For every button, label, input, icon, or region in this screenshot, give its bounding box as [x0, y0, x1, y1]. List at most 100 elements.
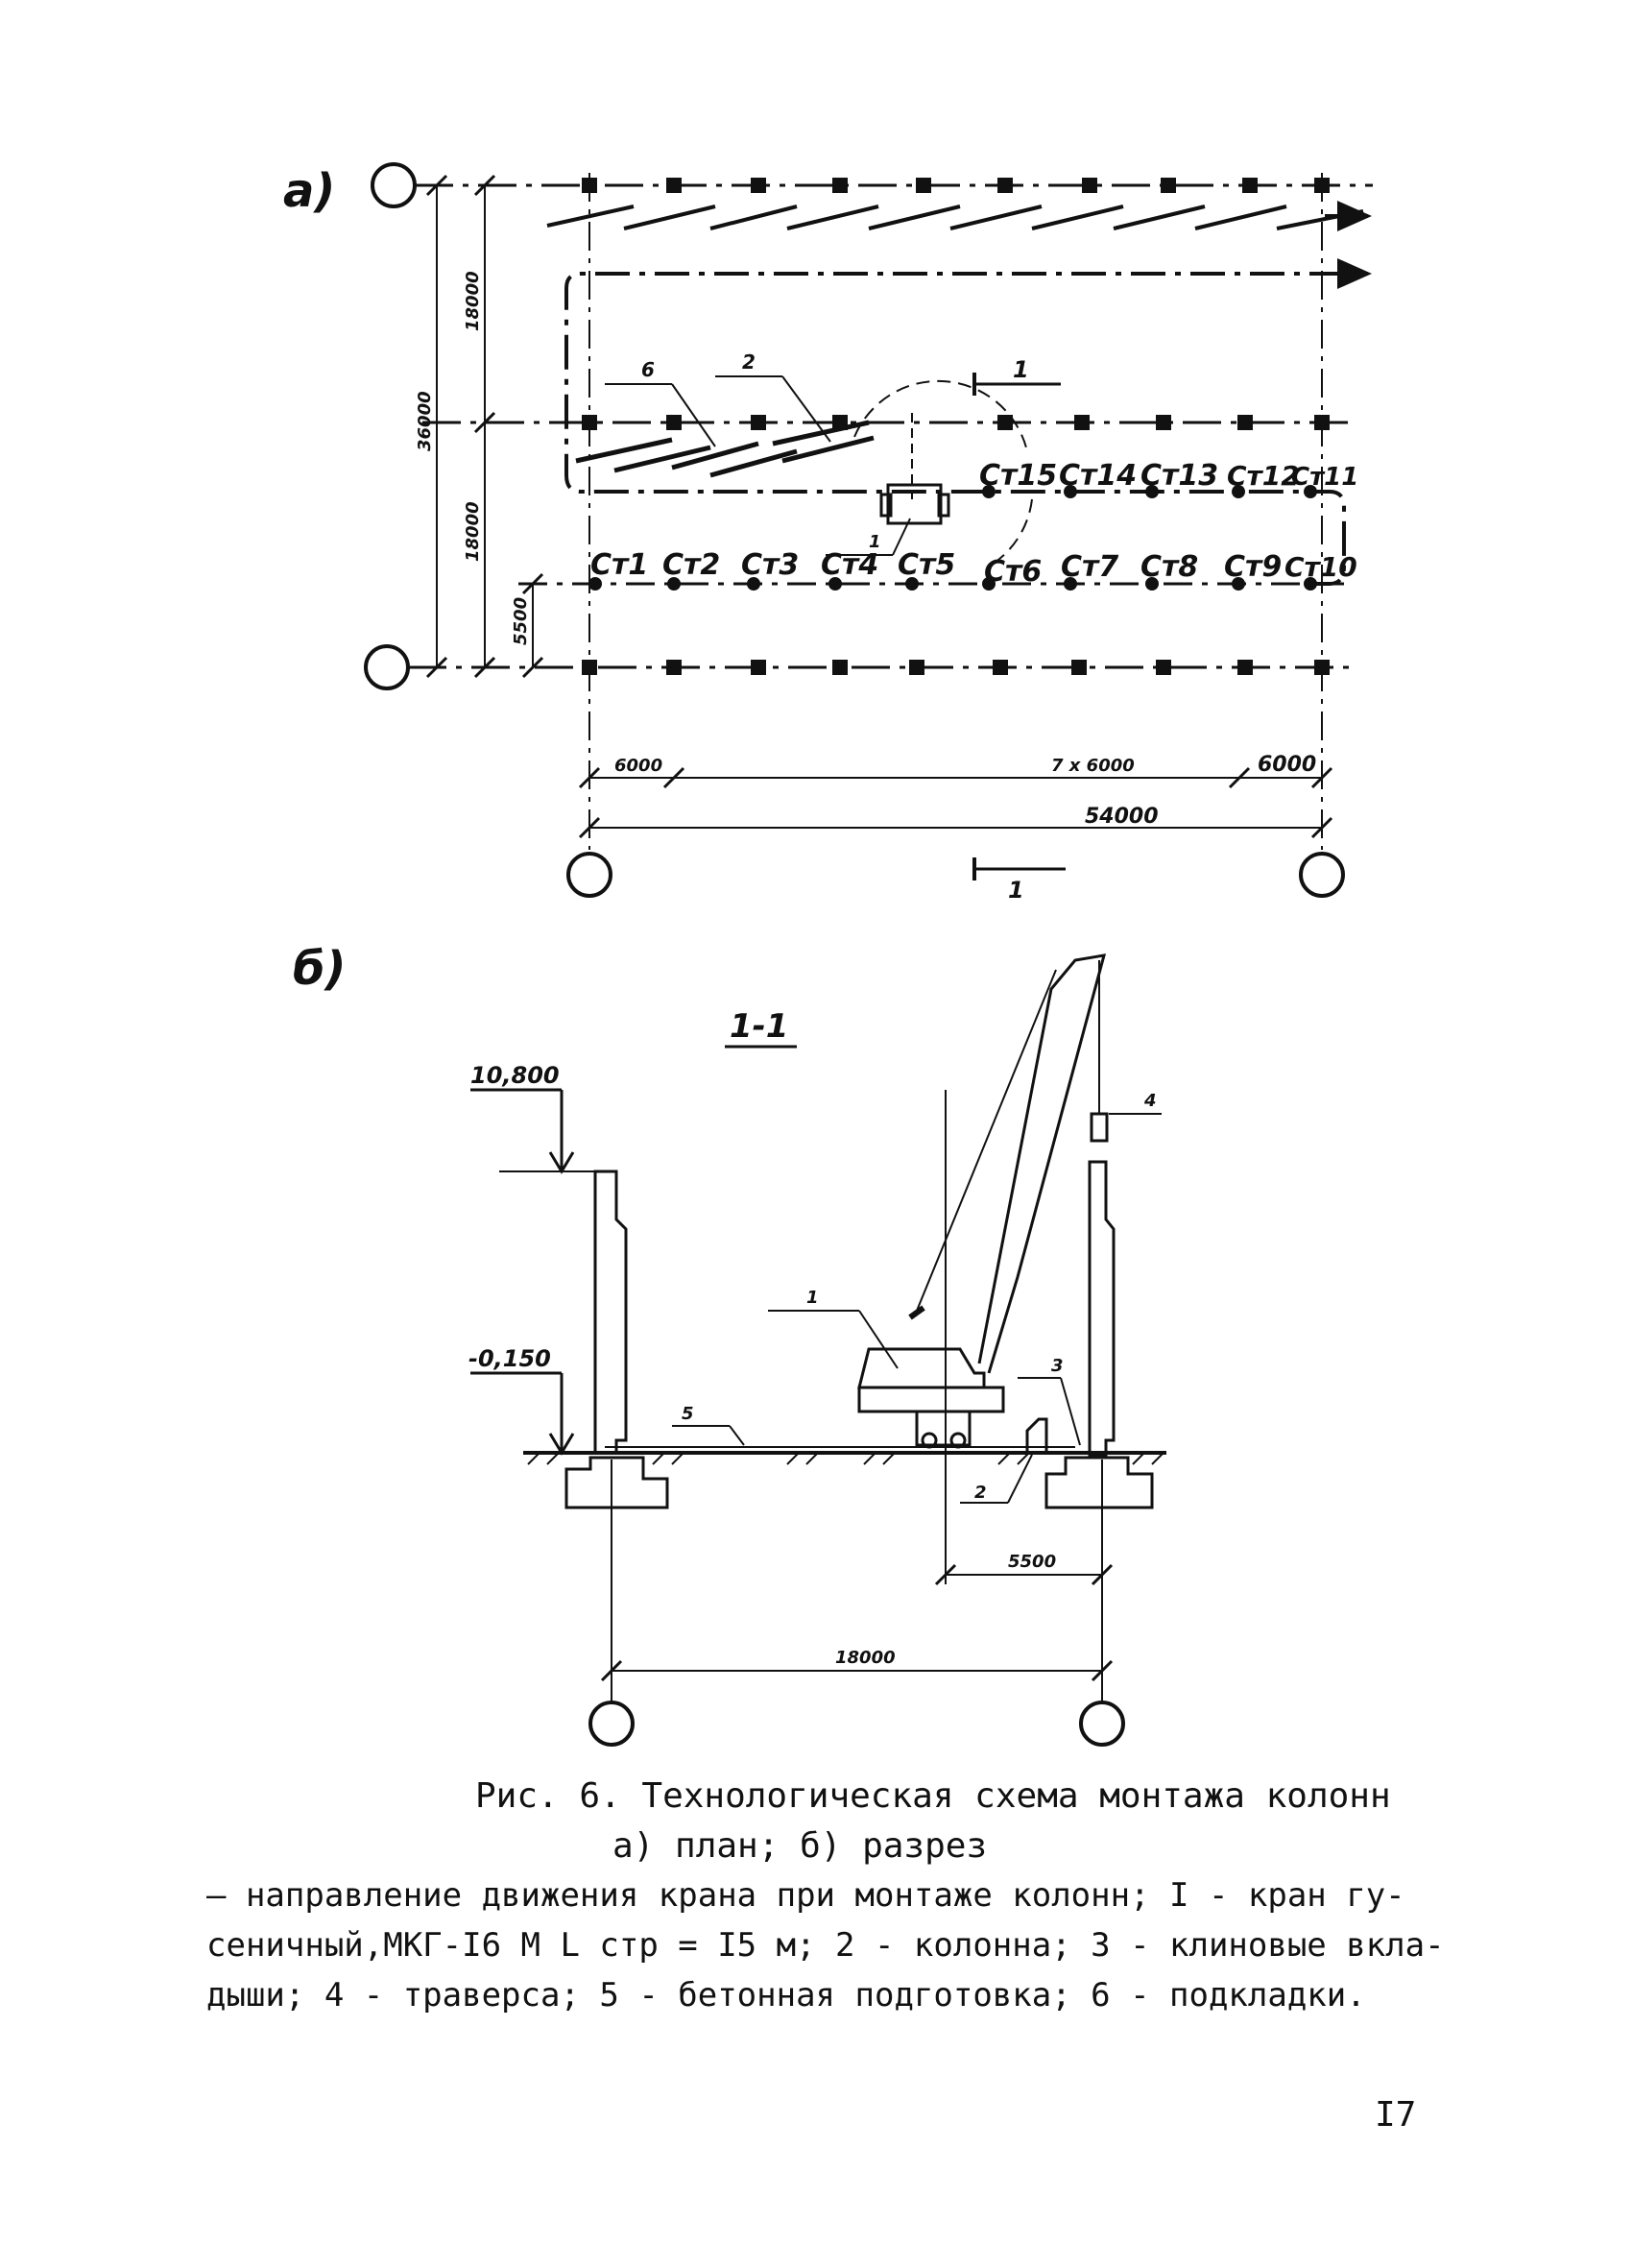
sec-callout-3-pointer: [1060, 1377, 1081, 1446]
station-label: Ст3: [741, 548, 799, 582]
dim-7x6000: 7 x 6000: [1051, 756, 1135, 776]
crane-boom: [977, 953, 1107, 1374]
right-column: [1088, 1160, 1116, 1457]
station-label: Ст6: [984, 555, 1042, 589]
crane-path: [564, 272, 1346, 586]
callout-6-pointer: [671, 383, 716, 447]
crane-swing-arc: [853, 379, 1028, 452]
station-label: Ст11: [1291, 463, 1358, 492]
axis-bubble-left: [566, 852, 612, 898]
crane-cab: [857, 1347, 986, 1389]
sec-callout-3: 3: [1051, 1356, 1064, 1376]
station-label: Ст9: [1224, 550, 1282, 584]
callout-2: 2: [742, 350, 756, 374]
station-labels-front: Ст1 Ст2 Ст3 Ст4 Ст5 Ст6 Ст7 Ст8 Ст9 Ст10: [590, 548, 1357, 589]
tick: [473, 656, 496, 679]
callout-1-pointer: [892, 518, 911, 556]
sec-callout-1-pointer: [858, 1310, 899, 1369]
dim-18000-lower: 18000: [463, 501, 483, 562]
sec-dim-5500: 5500: [1008, 1552, 1056, 1572]
crane-jib-mark: [908, 1305, 925, 1320]
dim-18000-upper: 18000: [463, 271, 483, 331]
caption-line-3: — направление движения крана при монтаже…: [206, 1876, 1405, 1915]
caption-line-2: а) план; б) разрез: [612, 1826, 988, 1866]
crane-swing-arc-lower: [988, 498, 1033, 567]
caption-line-4: сеничный,МКГ-I6 М L стр = I5 м; 2 - коло…: [206, 1926, 1445, 1965]
station-label: Ст10: [1284, 551, 1357, 583]
tick: [578, 816, 601, 839]
dim-5500: 5500: [511, 597, 531, 645]
tick: [521, 572, 544, 595]
station-label: Ст15: [979, 459, 1057, 493]
elev-floor: -0,150: [468, 1345, 551, 1372]
columns-laid-middle-row: [575, 420, 875, 478]
axis-bubble-right: [1299, 852, 1345, 898]
tick: [425, 174, 448, 197]
column-markers: [582, 178, 1330, 675]
axis-bubble-top-left: [371, 162, 417, 208]
dim-6000-first: 6000: [614, 756, 662, 776]
page-number: I7: [1375, 2095, 1417, 2135]
sec-callout-5-pointer: [729, 1425, 745, 1446]
station-label: Ст12: [1227, 460, 1300, 492]
station-label: Ст1: [590, 548, 648, 582]
dim-54000: 54000: [1085, 805, 1159, 829]
caption-line-5: дыши; 4 - траверса; 5 - бетонная подгото…: [206, 1976, 1366, 2015]
tick: [521, 656, 544, 679]
station-label: Ст7: [1061, 550, 1118, 584]
tick: [1091, 1659, 1114, 1682]
dim-36000: 36000: [415, 391, 435, 451]
station-labels-back: Ст15 Ст14 Ст13 Ст12 Ст11: [979, 459, 1358, 493]
sec-axis-bubble-right: [1079, 1701, 1125, 1747]
station-label: Ст8: [1140, 550, 1198, 584]
tick: [578, 766, 601, 789]
tick: [473, 411, 496, 434]
sec-callout-1: 1: [806, 1288, 819, 1308]
crane-traverse: [1090, 1112, 1109, 1143]
crane-track-left: [879, 493, 893, 518]
section-mark-top: 1: [1013, 356, 1029, 383]
tick: [1310, 766, 1333, 789]
elev-top: 10,800: [470, 1062, 560, 1089]
tick: [425, 656, 448, 679]
tick: [1310, 816, 1333, 839]
crane-wheel: [921, 1432, 938, 1449]
crane-cable: [916, 969, 1057, 1312]
station-label: Ст2: [662, 548, 720, 582]
tick: [600, 1659, 623, 1682]
section-mark-bottom: 1: [1008, 877, 1024, 904]
wedge-block: [1025, 1417, 1048, 1453]
section-view: б) 1-1 10,800 -0,150: [293, 942, 1166, 1747]
crane-track-right: [937, 493, 950, 518]
sec-dim-18000: 18000: [835, 1648, 896, 1668]
callout-1-plan: 1: [869, 532, 881, 552]
crane-base: [857, 1386, 1005, 1413]
crane-wheel: [949, 1432, 967, 1449]
sec-callout-2: 2: [974, 1483, 987, 1503]
crane-undercarriage: [915, 1410, 972, 1447]
station-label: Ст13: [1140, 459, 1218, 493]
plan-view: а) 36000 18000 18000 5500: [283, 162, 1373, 904]
tick: [662, 766, 685, 789]
station-label: Ст5: [898, 548, 955, 582]
plan-label: а): [283, 164, 335, 218]
sec-callout-4: 4: [1143, 1091, 1157, 1111]
tick: [1091, 1563, 1114, 1586]
station-label: Ст14: [1059, 459, 1137, 493]
tick: [1228, 766, 1251, 789]
station-label: Ст4: [821, 548, 878, 582]
section-title: 1-1: [730, 1007, 788, 1046]
ground-hatching: [527, 1452, 1164, 1465]
right-footing: [1044, 1456, 1154, 1509]
sec-axis-bubble-left: [588, 1701, 635, 1747]
crane-body-plan: [886, 483, 943, 525]
columns-laid-top-row: [546, 205, 1364, 230]
axis-bubble-bottom-left: [364, 644, 410, 690]
left-footing: [564, 1456, 669, 1509]
callout-6: 6: [641, 358, 655, 381]
sec-callout-5: 5: [682, 1404, 694, 1424]
sec-callout-2-pointer: [1007, 1454, 1033, 1504]
tick: [934, 1563, 957, 1586]
section-label: б): [293, 942, 346, 996]
